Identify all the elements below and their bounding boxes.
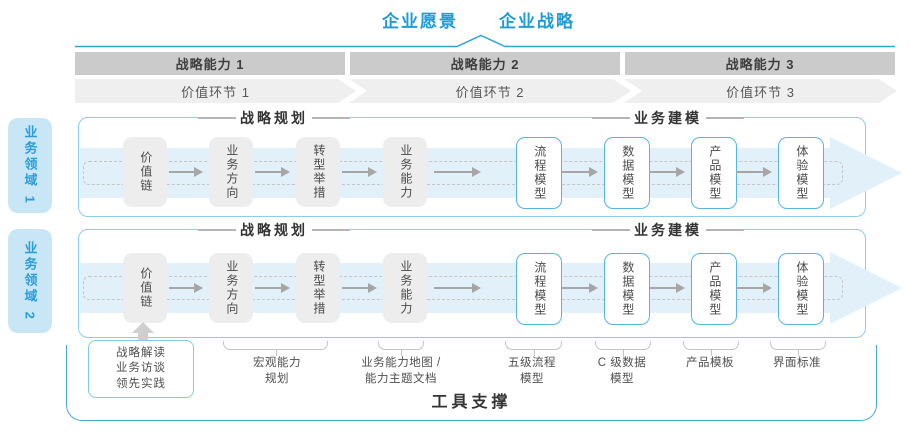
brace-connector	[223, 341, 328, 356]
brace-connector	[770, 341, 826, 356]
capability-bar-1: 战略能力 1	[75, 52, 345, 75]
up-arrow-icon	[138, 333, 148, 343]
modeling-box-experience-model: 体验模型	[778, 137, 824, 209]
brace-connector	[683, 341, 739, 356]
divider-caret-line	[75, 34, 895, 48]
capability-bar-3: 战略能力 3	[625, 52, 895, 75]
flow-arrow-icon	[736, 283, 772, 293]
flow-arrow-icon	[169, 283, 203, 293]
tool-support-label: 工具支撑	[431, 394, 512, 411]
flow-arrow-icon	[342, 167, 377, 177]
tool-support-container: 工具支撑	[66, 345, 877, 421]
flow-arrow-icon	[255, 283, 290, 293]
modeling-box-data-model: 数据模型	[604, 137, 650, 209]
section-header-modeling: 业务建模	[592, 220, 744, 240]
practice-box: 战略解读 业务访谈 领先实践	[88, 340, 194, 398]
planning-box-business-direction: 业务方向	[209, 253, 253, 323]
domain-label-1: 业务领域 1	[8, 118, 52, 213]
annotation-capability-map: 业务能力地图 / 能力主题文档	[361, 357, 441, 386]
business-domain-row-2: 战略规划 业务建模 价值链 业务方向 转型举措 业务能力 流程模型 数据模型 产…	[78, 220, 866, 338]
section-header-modeling: 业务建模	[592, 108, 744, 128]
brace-connector	[505, 341, 562, 356]
annotation-product-template: 产品模板	[686, 357, 734, 369]
planning-box-business-direction: 业务方向	[209, 137, 253, 207]
page-title-strategy: 企业战略	[499, 12, 575, 31]
section-header-planning: 战略规划	[198, 108, 350, 128]
flow-arrow-icon	[649, 167, 685, 177]
capability-bar-2: 战略能力 2	[350, 52, 620, 75]
modeling-box-product-model: 产品模型	[691, 137, 737, 209]
planning-box-value-chain: 价值链	[123, 253, 167, 323]
dashed-track	[83, 161, 843, 185]
page-title-vision: 企业愿景	[382, 12, 458, 31]
flow-arrow-icon	[562, 167, 598, 177]
domain-label-2: 业务领域 2	[8, 229, 52, 333]
flow-arrow-icon	[649, 283, 685, 293]
section-header-planning: 战略规划	[198, 220, 350, 240]
flow-arrow-icon	[434, 167, 481, 177]
up-arrow-icon	[132, 322, 154, 333]
modeling-box-process-model: 流程模型	[516, 137, 562, 209]
flow-arrow-icon	[342, 283, 377, 293]
brace-connector	[378, 341, 424, 356]
modeling-box-experience-model: 体验模型	[778, 253, 824, 325]
value-link-chevron-3: 价值环节 3	[624, 79, 897, 103]
planning-box-business-capability: 业务能力	[383, 253, 427, 323]
modeling-box-process-model: 流程模型	[516, 253, 562, 325]
annotation-macro-capability: 宏观能力 规划	[253, 357, 301, 386]
flow-arrow-icon	[169, 167, 203, 177]
planning-box-value-chain: 价值链	[123, 137, 167, 207]
dashed-track	[83, 276, 843, 300]
modeling-box-data-model: 数据模型	[604, 253, 650, 325]
flow-arrow-icon	[255, 167, 290, 177]
value-link-chevron-1: 价值环节 1	[75, 79, 356, 103]
business-domain-row-1: 战略规划 业务建模 价值链 业务方向 转型举措 业务能力 流程模型 数据模型 产…	[78, 108, 866, 217]
flow-arrow-icon	[434, 283, 481, 293]
modeling-box-product-model: 产品模型	[691, 253, 737, 325]
planning-box-business-capability: 业务能力	[383, 137, 427, 207]
planning-box-transformation: 转型举措	[296, 137, 340, 207]
annotation-ui-standard: 界面标准	[773, 357, 821, 369]
flow-arrow-icon	[562, 283, 598, 293]
value-link-chevron-2: 价值环节 2	[349, 79, 631, 103]
planning-box-transformation: 转型举措	[296, 253, 340, 323]
annotation-l5-process-model: 五级流程 模型	[508, 357, 556, 386]
annotation-c-level-data-model: C 级数据 模型	[597, 357, 647, 386]
brace-connector	[595, 341, 651, 356]
flow-arrow-icon	[736, 167, 772, 177]
